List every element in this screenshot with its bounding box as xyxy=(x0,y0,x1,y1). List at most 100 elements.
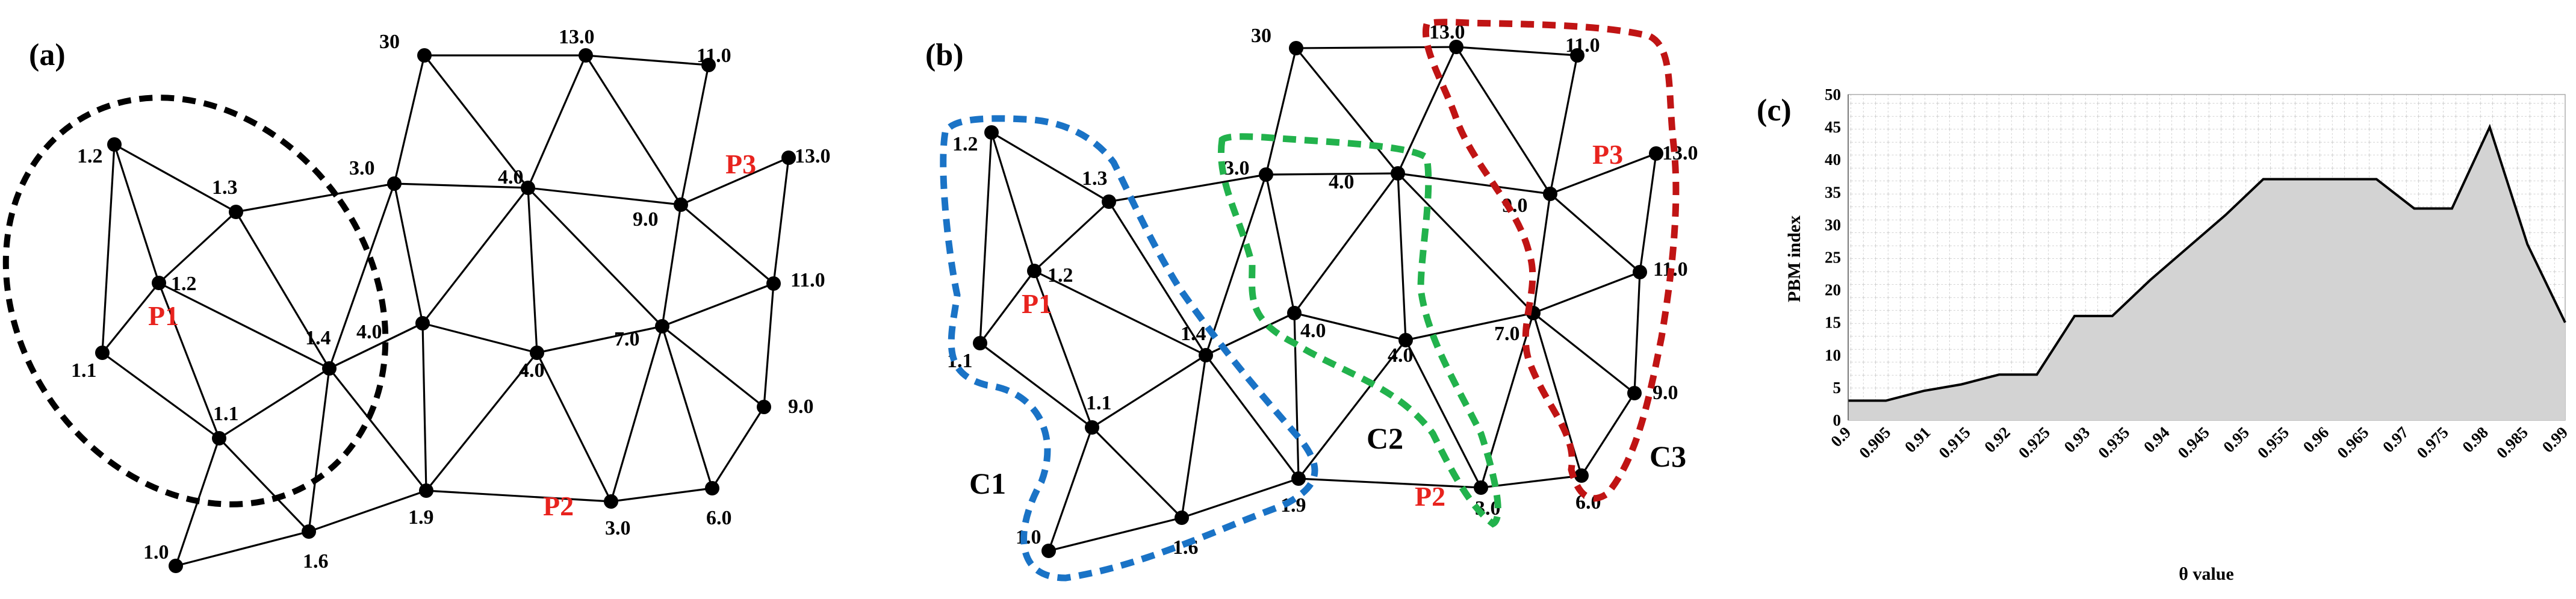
a-node-label: 4.0 xyxy=(519,359,545,382)
b-node-label: 3.0 xyxy=(1224,157,1250,179)
chart-x-tick-label: 0.975 xyxy=(2413,423,2452,462)
a-edge xyxy=(661,204,682,327)
b-node xyxy=(1633,265,1647,279)
p3-label-b: P3 xyxy=(1592,139,1623,170)
chart-x-tick-label: 0.955 xyxy=(2254,423,2292,462)
a-node-label: 1.0 xyxy=(143,541,169,563)
a-edge xyxy=(610,487,713,503)
chart-x-axis-label: θ value xyxy=(2179,564,2234,584)
a-node-label: 1.1 xyxy=(71,359,97,382)
panel-a-label: (a) xyxy=(29,38,66,72)
chart-y-tick-label: 40 xyxy=(1825,151,1841,169)
chart-x-tick-label: 0.94 xyxy=(2140,423,2173,456)
a-edge xyxy=(421,187,529,324)
chart-y-tick-label: 50 xyxy=(1825,85,1841,104)
b-edge xyxy=(979,132,993,344)
a-edge xyxy=(661,326,713,489)
chart-y-tick-label: 25 xyxy=(1825,249,1841,267)
b-edge xyxy=(1048,517,1182,552)
b-edge xyxy=(1533,271,1640,314)
b-node xyxy=(1291,471,1306,486)
a-edge xyxy=(158,211,237,284)
chart-y-tick-label: 20 xyxy=(1825,281,1841,299)
a-node xyxy=(674,197,688,212)
a-edge xyxy=(680,64,710,205)
chart-y-tick-label: 5 xyxy=(1833,379,1842,397)
b-edge xyxy=(1296,46,1457,49)
cluster-c1-outline xyxy=(940,115,1318,582)
b-node-label: 4.0 xyxy=(1388,344,1414,367)
chart-x-tick-label: 0.96 xyxy=(2300,423,2333,456)
b-edge xyxy=(1181,477,1299,519)
a-node xyxy=(781,151,796,165)
a-node-label: 11.0 xyxy=(697,45,731,67)
b-node xyxy=(1289,41,1303,55)
a-node-label: 4.0 xyxy=(498,166,524,188)
chart-y-tick-label: 35 xyxy=(1825,183,1841,201)
a-node-label: 3.0 xyxy=(349,157,375,179)
b-node-label: 11.0 xyxy=(1565,34,1600,57)
b-node-label: 4.0 xyxy=(1329,171,1355,193)
chart-x-tick-label: 0.98 xyxy=(2459,423,2492,456)
a-edge xyxy=(536,325,663,354)
b-node xyxy=(1259,167,1273,182)
a-edge xyxy=(218,437,310,533)
a-node-label: 1.2 xyxy=(77,145,103,167)
b-edge xyxy=(1181,355,1207,518)
b-edge xyxy=(1108,201,1207,356)
b-edge xyxy=(1294,312,1406,341)
b-edge xyxy=(1033,200,1110,272)
a-edge xyxy=(527,187,538,353)
b-node xyxy=(1027,264,1041,278)
chart-x-tick-label: 0.99 xyxy=(2539,423,2572,456)
b-edge xyxy=(1033,270,1093,428)
chart-y-tick-label: 15 xyxy=(1825,314,1841,332)
chart-area-fill xyxy=(1848,127,2565,420)
b-edge xyxy=(991,131,1110,203)
b-edge xyxy=(1265,172,1398,176)
panel-a-dashed-ellipse xyxy=(2,95,389,507)
a-node-label: 1.3 xyxy=(212,176,238,199)
a-node-label: 1.2 xyxy=(171,273,197,295)
b-edge xyxy=(1205,174,1267,356)
b-node xyxy=(1287,306,1302,320)
a-node-label: 9.0 xyxy=(788,396,814,418)
chart-area-line xyxy=(1848,123,2566,402)
panel-b-label: (b) xyxy=(925,38,964,72)
b-edge xyxy=(990,132,1035,272)
a-edge xyxy=(422,322,538,354)
b-node-label: 1.2 xyxy=(1047,264,1073,287)
a-edge xyxy=(426,489,612,503)
a-node xyxy=(419,483,433,498)
a-edge xyxy=(772,157,790,284)
a-edge xyxy=(711,406,765,489)
a-edge xyxy=(219,367,330,439)
chart-y-tick-label: 0 xyxy=(1833,411,1842,429)
a-node-label: 13.0 xyxy=(795,145,831,167)
chart-x-tick-label: 0.9 xyxy=(1827,423,1854,450)
b-edge xyxy=(1298,477,1482,489)
b-edge xyxy=(1639,153,1657,273)
a-edge xyxy=(329,322,423,370)
b-node xyxy=(1041,544,1056,558)
a-edge xyxy=(421,323,427,491)
a-node-label: 1.1 xyxy=(213,403,239,425)
a-node-label: 30 xyxy=(379,31,400,53)
p1-label-b: P1 xyxy=(1022,288,1052,319)
chart-area-series xyxy=(1848,123,2566,420)
p3-label: P3 xyxy=(725,149,756,179)
a-node-label: 1.9 xyxy=(408,506,434,529)
a-node xyxy=(95,346,110,360)
a-edge xyxy=(393,183,424,324)
chart-y-tick-label: 45 xyxy=(1825,118,1841,136)
a-node xyxy=(655,319,669,334)
a-edge xyxy=(175,530,309,567)
b-edge xyxy=(1550,152,1657,195)
a-node-label: 4.0 xyxy=(356,321,382,343)
b-node-label: 1.3 xyxy=(1082,167,1108,190)
